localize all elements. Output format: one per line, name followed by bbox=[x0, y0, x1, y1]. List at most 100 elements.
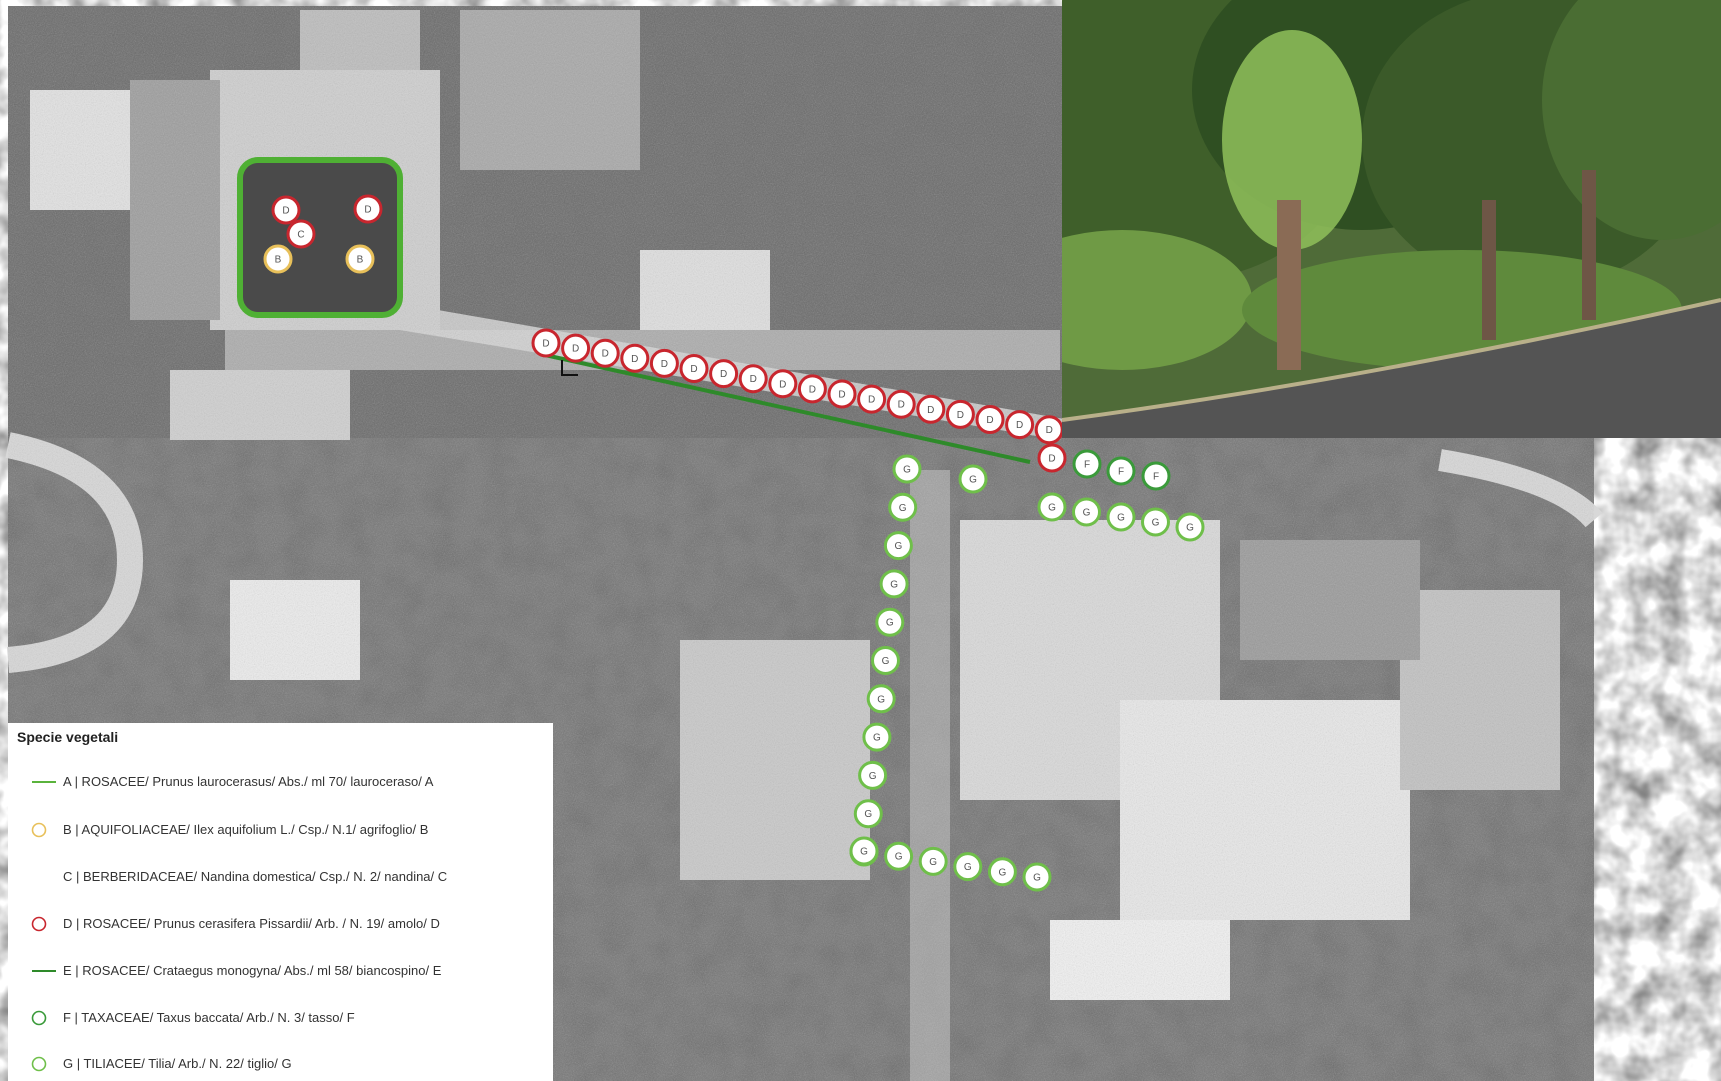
hedge-biancospino bbox=[544, 353, 1031, 464]
tree-marker-label: G bbox=[1186, 523, 1194, 534]
tree-marker-label: D bbox=[779, 379, 786, 390]
tree-marker-d: D bbox=[857, 384, 887, 414]
tree-marker-b: B bbox=[263, 244, 293, 274]
tree-marker-g: G bbox=[1141, 507, 1170, 537]
tree-marker-d: D bbox=[679, 354, 709, 383]
legend-symbol-c bbox=[28, 869, 58, 885]
tree-marker-d: D bbox=[709, 359, 739, 389]
tree-marker-d: D bbox=[827, 379, 857, 409]
tree-marker-f: F bbox=[1072, 449, 1102, 479]
tree-marker-g: G bbox=[862, 722, 892, 752]
tree-photo-drawing bbox=[1062, 0, 1721, 438]
tree-marker-b: B bbox=[345, 244, 375, 274]
tree-marker-d: D bbox=[1037, 443, 1067, 473]
tree-marker-d: D bbox=[916, 394, 946, 424]
legend-text-a: A | ROSACEE/ Prunus laurocerasus/ Abs./ … bbox=[63, 774, 434, 789]
tree-marker-g: G bbox=[918, 846, 948, 876]
tree-marker-label: D bbox=[690, 364, 697, 375]
tree-marker-label: G bbox=[1117, 513, 1125, 524]
tree-marker-label: G bbox=[882, 656, 890, 667]
tree-marker-g: G bbox=[858, 760, 888, 790]
tree-marker-label: D bbox=[927, 405, 934, 416]
tree-marker-label: D bbox=[572, 344, 579, 355]
tree-marker-label: B bbox=[357, 255, 364, 266]
tree-marker-label: G bbox=[969, 475, 977, 486]
tree-marker-label: D bbox=[1016, 420, 1023, 431]
tree-marker-label: F bbox=[1153, 472, 1159, 483]
tree-marker-c: C bbox=[286, 219, 316, 249]
tree-marker-label: D bbox=[282, 206, 289, 217]
tree-marker-g: G bbox=[1175, 512, 1205, 542]
tree-marker-g: G bbox=[1022, 862, 1052, 892]
tree-marker-f: F bbox=[1106, 456, 1136, 486]
tree-marker-label: F bbox=[1084, 460, 1090, 471]
legend-item-g: G | TILIACEE/ Tilia/ Arb./ N. 22/ tiglio… bbox=[8, 1053, 553, 1075]
legend-text-f: F | TAXACEAE/ Taxus baccata/ Arb./ N. 3/… bbox=[63, 1010, 355, 1025]
tree-marker-d: D bbox=[531, 328, 561, 358]
tree-marker-label: D bbox=[542, 339, 549, 350]
legend-text-g: G | TILIACEE/ Tilia/ Arb./ N. 22/ tiglio… bbox=[63, 1056, 292, 1071]
legend-symbol-d bbox=[31, 916, 47, 932]
tree-marker-g: G bbox=[883, 531, 913, 561]
tree-marker-label: D bbox=[868, 395, 875, 406]
hedge-marker bbox=[561, 360, 578, 376]
hedge-lauroceraso bbox=[237, 157, 403, 318]
tree-marker-label: D bbox=[1048, 454, 1055, 465]
tree-marker-d: D bbox=[797, 374, 827, 404]
tree-marker-label: D bbox=[750, 374, 757, 385]
legend-text-b: B | AQUIFOLIACEAE/ Ilex aquifolium L./ C… bbox=[63, 822, 429, 837]
legend-item-c: C | BERBERIDACEAE/ Nandina domestica/ Cs… bbox=[8, 866, 553, 888]
tree-marker-d: D bbox=[975, 405, 1005, 434]
tree-marker-g: G bbox=[884, 841, 914, 871]
tree-marker-g: G bbox=[987, 857, 1017, 887]
tree-marker-d: D bbox=[1034, 415, 1064, 445]
tree-marker-g: G bbox=[853, 799, 883, 829]
tree-marker-d: D bbox=[590, 338, 620, 368]
legend-symbol-e bbox=[32, 970, 56, 972]
tree-marker-g: G bbox=[953, 852, 983, 882]
tree-marker-label: G bbox=[999, 867, 1007, 878]
tree-marker-label: D bbox=[1046, 425, 1053, 436]
legend-text-d: D | ROSACEE/ Prunus cerasifera Pissardii… bbox=[63, 916, 440, 931]
tree-marker-label: G bbox=[895, 541, 903, 552]
tree-marker-g: G bbox=[866, 684, 896, 714]
tree-marker-g: G bbox=[879, 569, 909, 599]
tree-marker-d: D bbox=[649, 348, 679, 378]
tree-marker-d: D bbox=[561, 333, 591, 363]
legend-text-e: E | ROSACEE/ Crataegus monogyna/ Abs./ m… bbox=[63, 963, 442, 978]
tree-marker-label: D bbox=[986, 415, 993, 426]
tree-marker-label: G bbox=[1033, 873, 1041, 884]
tree-marker-label: D bbox=[838, 390, 845, 401]
tree-marker-f: F bbox=[1141, 461, 1171, 491]
tree-marker-label: G bbox=[895, 852, 903, 863]
tree-marker-g: G bbox=[849, 836, 879, 866]
tree-marker-label: G bbox=[1083, 508, 1091, 519]
legend-panel: Specie vegetali A | ROSACEE/ Prunus laur… bbox=[8, 723, 553, 1081]
legend-symbol-b bbox=[31, 822, 47, 838]
tree-marker-d: D bbox=[353, 194, 383, 224]
tree-marker-label: G bbox=[877, 694, 885, 705]
tree-marker-label: F bbox=[1118, 467, 1124, 478]
tree-marker-label: G bbox=[929, 857, 937, 868]
tree-marker-d: D bbox=[945, 399, 975, 429]
tree-marker-label: G bbox=[964, 862, 972, 873]
legend-title: Specie vegetali bbox=[17, 729, 119, 745]
tree-marker-label: G bbox=[873, 733, 881, 744]
tree-marker-label: G bbox=[886, 618, 894, 629]
legend-symbol-g bbox=[31, 1056, 47, 1072]
tree-marker-label: G bbox=[890, 579, 898, 590]
tree-marker-label: G bbox=[1048, 503, 1056, 514]
legend-symbol-a bbox=[32, 781, 56, 783]
legend-item-e: E | ROSACEE/ Crataegus monogyna/ Abs./ m… bbox=[8, 960, 553, 982]
legend-item-a: A | ROSACEE/ Prunus laurocerasus/ Abs./ … bbox=[8, 771, 553, 793]
tree-photo bbox=[1062, 0, 1721, 438]
tree-marker-d: D bbox=[271, 195, 301, 225]
tree-marker-label: D bbox=[720, 369, 727, 380]
legend-item-d: D | ROSACEE/ Prunus cerasifera Pissardii… bbox=[8, 913, 553, 935]
tree-marker-label: G bbox=[864, 809, 872, 820]
tree-marker-label: D bbox=[898, 400, 905, 411]
tree-marker-g: G bbox=[871, 646, 900, 675]
legend-text-c: C | BERBERIDACEAE/ Nandina domestica/ Cs… bbox=[63, 869, 448, 884]
